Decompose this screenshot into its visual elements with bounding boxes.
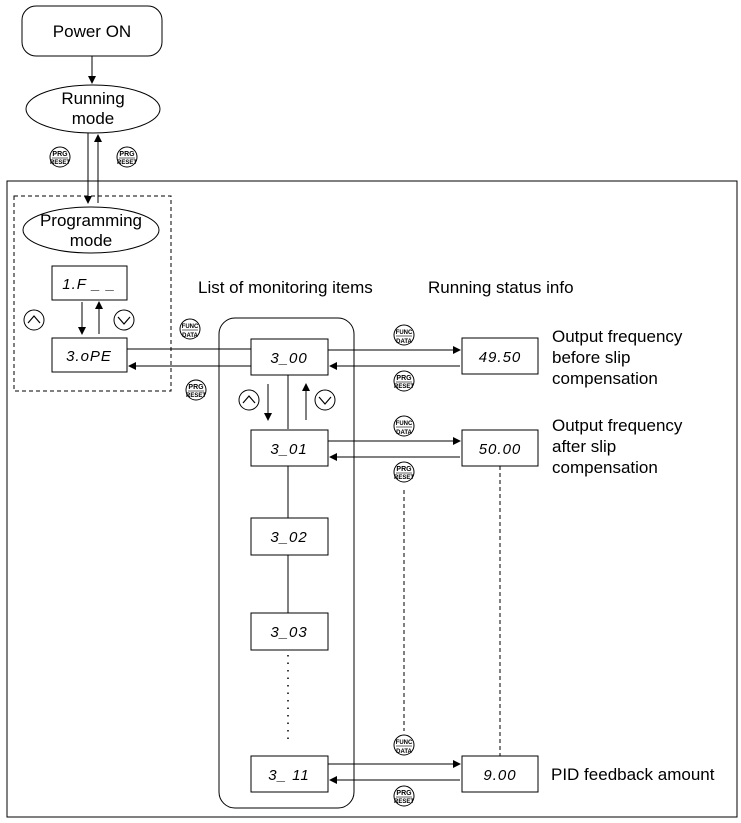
svg-text:FUNC: FUNC — [396, 330, 413, 336]
svg-text:FUNC: FUNC — [182, 324, 199, 330]
lcd-item-300-text: 3_00 — [270, 350, 307, 367]
svg-text:RESET: RESET — [394, 799, 414, 805]
lcd-prog-top-text: 1.F _ _ — [62, 276, 115, 293]
programming-mode-node — [22, 206, 160, 254]
svg-text:RESET: RESET — [117, 160, 137, 166]
lcd-prog-ope — [51, 337, 128, 373]
status-2-label-line3: compensation — [552, 458, 658, 477]
lcd-status-3 — [461, 755, 539, 793]
lcd-status-3-text: 9.00 — [483, 767, 516, 784]
lcd-status-1-text: 49.50 — [479, 349, 522, 366]
status-3-label: PID feedback amount — [551, 765, 715, 784]
running-mode-label-2: mode — [72, 109, 115, 128]
monitoring-list-frame — [218, 317, 355, 809]
lcd-item-311-text: 3_ 11 — [268, 767, 309, 784]
prg-label: PRG — [52, 151, 68, 158]
list-of-monitoring-items-header: List of monitoring items — [198, 278, 373, 297]
running-mode-label-1: Running — [61, 89, 124, 108]
svg-text:PRG: PRG — [119, 151, 135, 158]
svg-text:FUNC: FUNC — [396, 740, 413, 746]
prg-reset-key-icon[interactable]: PRG RESET — [185, 379, 207, 401]
status-1-label-line2: before slip — [552, 348, 630, 367]
lcd-item-301[interactable] — [250, 429, 329, 467]
svg-text:FUNC: FUNC — [396, 421, 413, 427]
prg-reset-key-icon[interactable]: PRG RESET — [116, 146, 138, 168]
func-data-key-icon[interactable]: FUNC DATA — [179, 318, 201, 340]
lcd-prog-ope-text: 3.oPE — [66, 348, 112, 365]
power-on-label: Power ON — [53, 22, 131, 41]
lcd-item-311[interactable] — [250, 755, 329, 793]
svg-text:DATA: DATA — [396, 430, 412, 436]
lcd-status-2-text: 50.00 — [479, 441, 522, 458]
status-2-label-line2: after slip — [552, 437, 616, 456]
lcd-status-1 — [461, 337, 539, 375]
prg-reset-key-icon[interactable]: PRG RESET — [393, 461, 415, 483]
svg-text:DATA: DATA — [396, 749, 412, 755]
status-2-label-line1: Output frequency — [552, 416, 683, 435]
lcd-item-301-text: 3_01 — [270, 441, 307, 458]
down-key-icon[interactable] — [113, 309, 135, 331]
up-key-icon[interactable] — [23, 309, 45, 331]
svg-text:RESET: RESET — [394, 384, 414, 390]
programming-mode-label-2: mode — [70, 231, 113, 250]
outer-frame — [6, 180, 738, 818]
running-mode-node — [25, 84, 161, 134]
svg-text:DATA: DATA — [396, 339, 412, 345]
svg-text:PRG: PRG — [188, 384, 204, 391]
svg-text:PRG: PRG — [396, 790, 412, 797]
down-key-icon[interactable] — [314, 389, 336, 411]
up-key-icon[interactable] — [238, 389, 260, 411]
lcd-status-2 — [461, 429, 539, 467]
svg-text:DATA: DATA — [182, 333, 198, 339]
prg-reset-key-icon[interactable]: PRG RESET — [393, 785, 415, 807]
func-data-key-icon[interactable]: FUNC DATA — [393, 324, 415, 346]
lcd-prog-top — [51, 265, 128, 301]
svg-text:PRG: PRG — [396, 375, 412, 382]
status-1-label-line1: Output frequency — [552, 327, 683, 346]
svg-text:RESET: RESET — [186, 393, 206, 399]
status-1-label-line3: compensation — [552, 369, 658, 388]
func-data-key-icon[interactable]: FUNC DATA — [393, 734, 415, 756]
reset-label: RESET — [50, 160, 70, 166]
programming-mode-frame — [13, 195, 172, 392]
lcd-item-303[interactable] — [250, 612, 329, 651]
lcd-item-303-text: 3_03 — [270, 624, 307, 641]
lcd-item-302[interactable] — [250, 517, 329, 556]
prg-reset-key-icon[interactable]: PRG RESET — [393, 370, 415, 392]
svg-text:PRG: PRG — [396, 466, 412, 473]
func-data-key-icon[interactable]: FUNC DATA — [393, 415, 415, 437]
lcd-item-300[interactable] — [250, 338, 329, 376]
prg-reset-key-icon[interactable]: PRG RESET — [49, 146, 71, 168]
svg-text:RESET: RESET — [394, 475, 414, 481]
running-status-info-header: Running status info — [428, 278, 574, 297]
lcd-item-302-text: 3_02 — [270, 529, 307, 546]
programming-mode-label-1: Programming — [40, 211, 142, 230]
